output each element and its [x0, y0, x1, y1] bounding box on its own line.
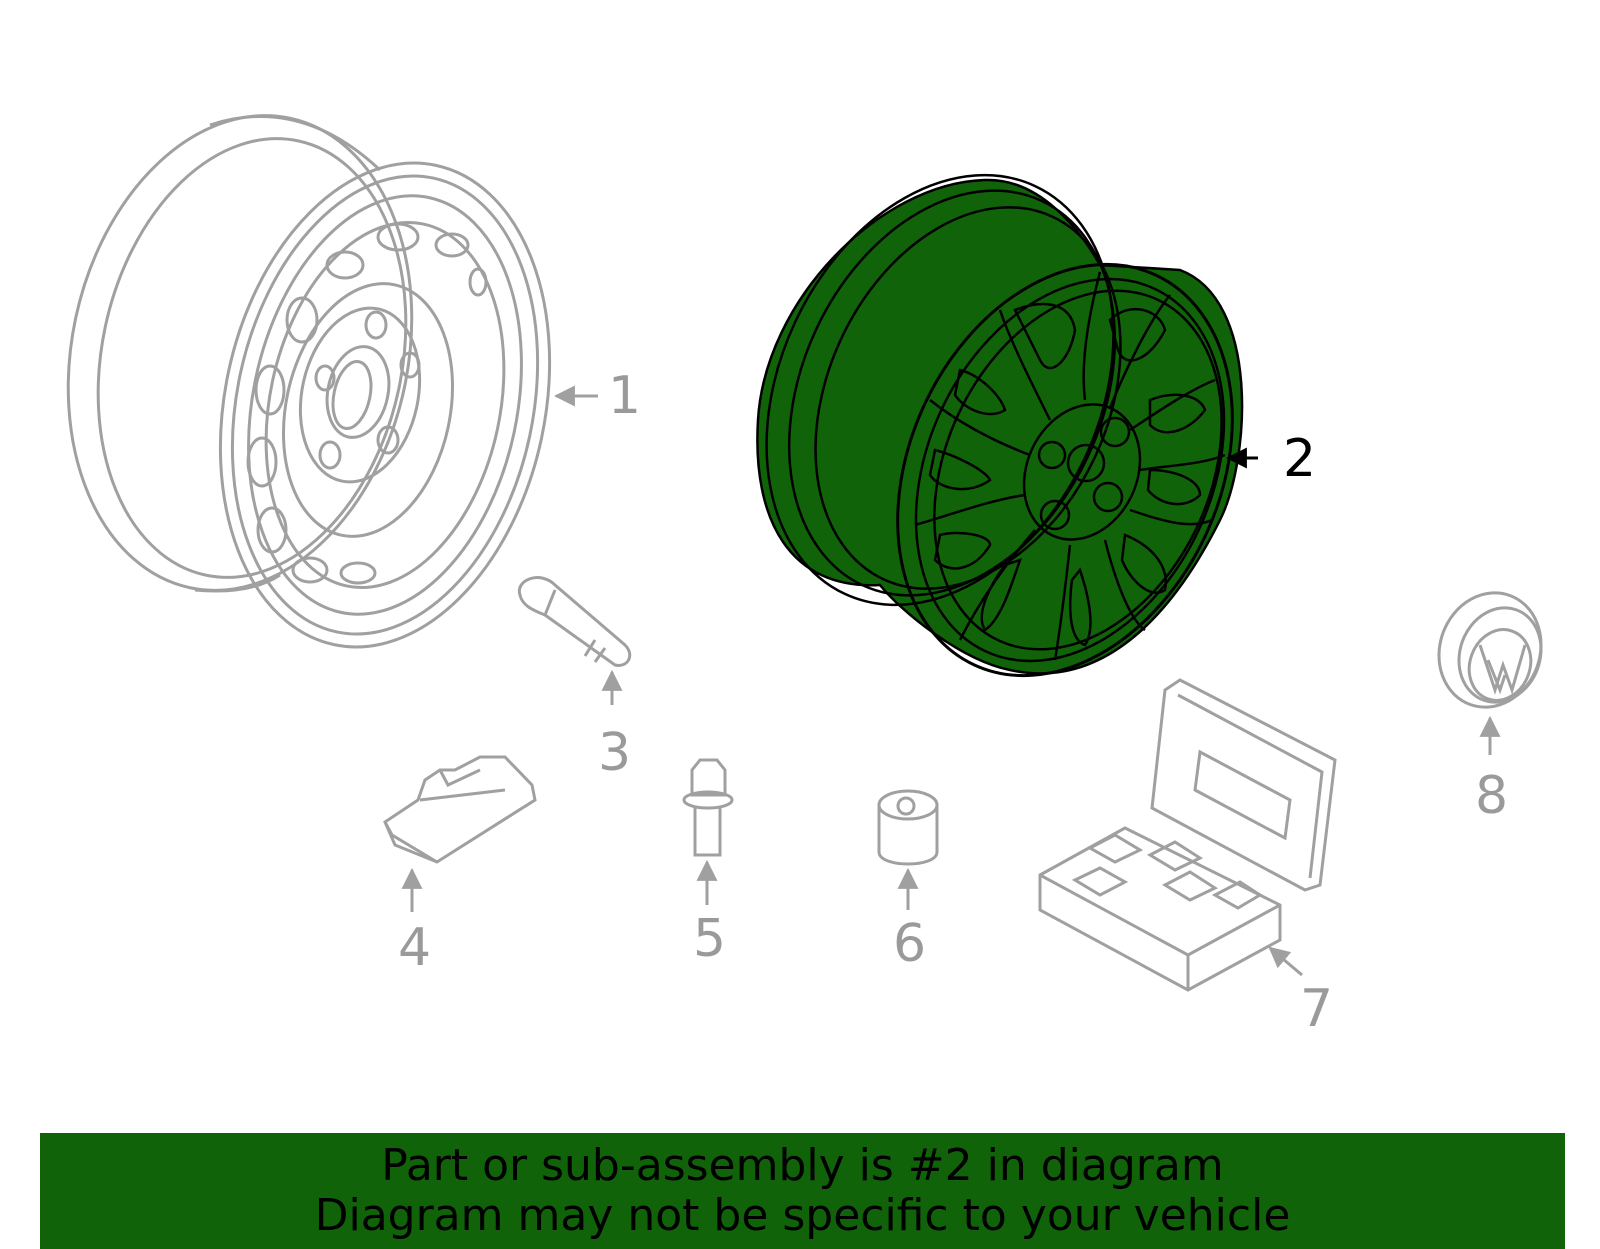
callout-1: 1 [608, 366, 642, 426]
callout-8: 8 [1475, 766, 1509, 826]
callout-4: 4 [398, 918, 432, 978]
part-2-alloy-wheel[interactable] [700, 118, 1296, 730]
part-7-bolt-set-case[interactable] [1038, 678, 1337, 992]
part-8-center-cap[interactable] [1423, 578, 1557, 755]
part-1-steel-wheel[interactable] [26, 83, 598, 678]
banner-line-1: Part or sub-assembly is #2 in diagram [381, 1140, 1224, 1191]
part-5-wheel-bolt[interactable] [682, 758, 734, 905]
part-6-lock-adapter[interactable] [877, 789, 939, 910]
callout-5: 5 [693, 909, 727, 969]
callout-6: 6 [893, 914, 927, 974]
callout-3: 3 [598, 723, 632, 783]
part-3-valve-stem[interactable] [517, 576, 632, 705]
callout-7: 7 [1300, 979, 1334, 1039]
banner-line-2: Diagram may not be specific to your vehi… [314, 1190, 1291, 1241]
callout-2: 2 [1283, 429, 1317, 489]
part-4-pressure-sensor[interactable] [383, 755, 537, 912]
info-banner: Part or sub-assembly is #2 in diagram Di… [40, 1133, 1565, 1249]
